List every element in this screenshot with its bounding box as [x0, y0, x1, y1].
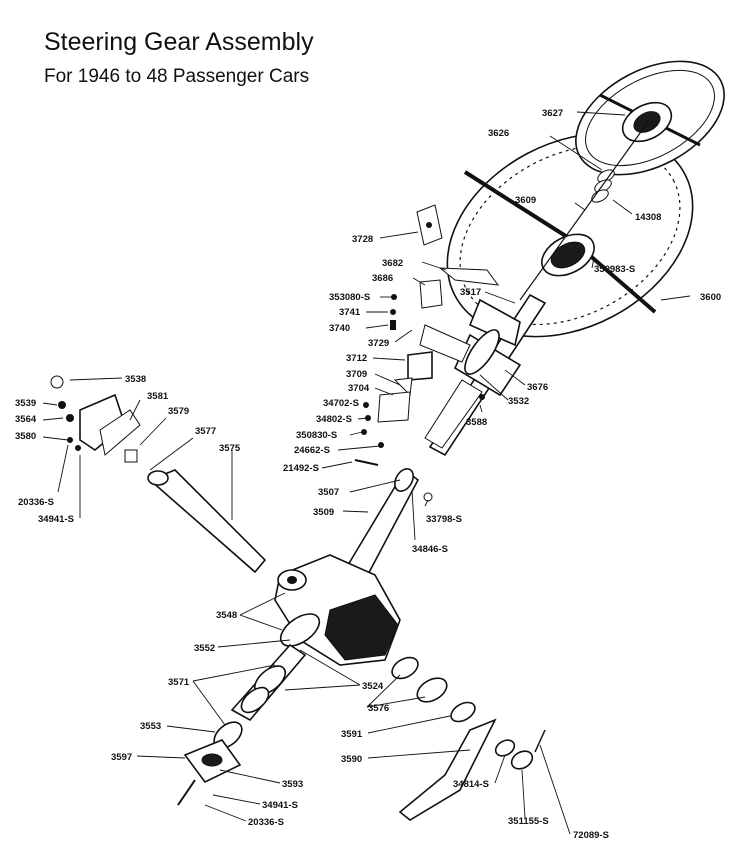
part-label: 3627	[542, 108, 563, 119]
part-label: 3575	[219, 443, 241, 454]
part-labels: 3627 3626 3609 14308 3728 350983-S 3682 …	[15, 108, 721, 841]
part-label: 3729	[368, 338, 389, 349]
part-label: 3709	[346, 369, 367, 380]
part-label: 3532	[508, 396, 529, 407]
part-label: 3580	[15, 431, 36, 442]
part-label: 3597	[111, 752, 132, 763]
part-label: 3728	[352, 234, 373, 245]
pitman-and-side-parts	[50, 375, 267, 574]
part-label: 350830-S	[296, 430, 337, 441]
part-label: 34941-S	[262, 800, 298, 811]
part-label: 3577	[195, 426, 216, 437]
part-label: 3571	[168, 677, 190, 688]
part-label: 3682	[382, 258, 403, 269]
part-label: 3509	[313, 507, 334, 518]
part-label: 3593	[282, 779, 303, 790]
part-label: 34814-S	[453, 779, 489, 790]
steering-wheel	[446, 60, 725, 338]
part-label: 350983-S	[594, 264, 635, 275]
part-label: 24662-S	[294, 445, 330, 456]
part-label: 3517	[460, 287, 481, 298]
part-label: 3741	[339, 307, 361, 318]
part-label: 3539	[15, 398, 36, 409]
part-label: 33798-S	[426, 514, 462, 525]
steering-column-shaft	[419, 293, 547, 457]
part-label: 3564	[15, 414, 37, 425]
part-label: 3579	[168, 406, 189, 417]
part-label: 3552	[194, 643, 215, 654]
part-label: 3740	[329, 323, 350, 334]
page-title: Steering Gear Assembly	[44, 28, 314, 56]
part-label: 34941-S	[38, 514, 74, 525]
part-label: 72089-S	[573, 830, 609, 841]
part-label: 34702-S	[323, 398, 359, 409]
page-subtitle: For 1946 to 48 Passenger Cars	[44, 66, 310, 87]
part-label: 3538	[125, 374, 146, 385]
part-label: 3704	[348, 383, 370, 394]
part-label: 3712	[346, 353, 367, 364]
part-label: 3600	[700, 292, 721, 303]
part-label: 3686	[372, 273, 393, 284]
part-label: 3609	[515, 195, 536, 206]
part-label: 3590	[341, 754, 362, 765]
part-label: 3553	[140, 721, 161, 732]
mast-jacket	[343, 468, 420, 582]
part-label: 3524	[362, 681, 384, 692]
part-label: 20336-S	[18, 497, 54, 508]
small-brackets	[354, 204, 500, 502]
part-label: 351155-S	[508, 816, 549, 827]
part-label: 3507	[318, 487, 339, 498]
part-label: 3581	[147, 391, 169, 402]
part-label: 14308	[635, 212, 661, 223]
part-label: 34846-S	[412, 544, 448, 555]
part-label: 3576	[368, 703, 389, 714]
part-label: 34802-S	[316, 414, 352, 425]
part-label: 21492-S	[283, 463, 319, 474]
part-label: 353080-S	[329, 292, 370, 303]
leader-lines	[42, 111, 691, 835]
part-label: 3626	[488, 128, 509, 139]
part-label: 3591	[341, 729, 363, 740]
part-label: 3548	[216, 610, 237, 621]
part-label: 3588	[466, 417, 487, 428]
worm-shaft-and-bearings	[177, 613, 321, 806]
part-label: 3676	[527, 382, 548, 393]
part-label: 20336-S	[248, 817, 284, 828]
sector-shaft-parts	[391, 656, 546, 821]
